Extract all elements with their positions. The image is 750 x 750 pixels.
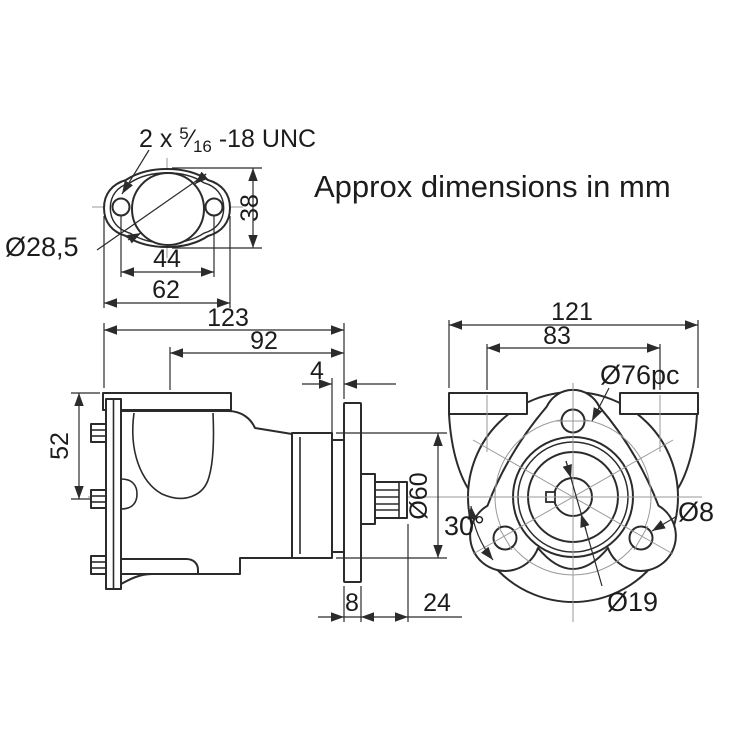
left-hole-crosshair: [497, 525, 513, 551]
thread-note-label: 2 x 5⁄16 -18 UNC: [139, 124, 316, 156]
bore-leader-line: [96, 173, 207, 251]
dim-4-text: 4: [310, 357, 324, 385]
thread-suffix: -18 UNC: [212, 125, 316, 153]
dim-121-text: 121: [551, 298, 593, 326]
dim-flange-width-62: 62: [103, 216, 231, 308]
thread-numerator: 5: [179, 124, 188, 143]
dim-92-text: 92: [250, 327, 278, 355]
spacer-ring: [331, 439, 345, 553]
flange-bolt-hole-right: [204, 197, 224, 217]
dim-o60-text: Ø60: [405, 472, 433, 519]
dim-port-spacing-83: 83: [486, 322, 661, 390]
flange-bolt-middle: [90, 489, 107, 509]
dim-o19-text: Ø19: [607, 587, 658, 617]
bore-arrow-upper: [194, 171, 208, 185]
dim-shaft-19: Ø19: [562, 460, 658, 617]
dim-pilot-diameter-60: Ø60: [336, 432, 447, 559]
dim-bolt-circle-76: Ø76pc: [591, 360, 680, 422]
dim-mount-flange-8-and-shaft-24: 8 24: [318, 524, 462, 622]
flange-bore-circle: [131, 172, 205, 246]
dim-o8-text: Ø8: [678, 497, 714, 527]
top-mounting-plate: [102, 392, 232, 411]
dim-44-text: 44: [153, 245, 181, 273]
body-foot: [120, 558, 199, 575]
dim-o76pc-text: Ø76pc: [600, 360, 680, 390]
dim-hole-spacing-44: 44: [120, 216, 215, 277]
splined-shaft: [374, 481, 408, 519]
flange-boss-bump: [120, 478, 138, 510]
thread-prefix: 2 x: [139, 125, 179, 153]
volute-bowl-curve: [132, 412, 215, 500]
dim-bolt-angle-30: 30°: [444, 505, 494, 561]
dim-123-text: 123: [207, 304, 249, 332]
dim-83-text: 83: [543, 322, 571, 350]
flange-bolt-hole-left: [111, 197, 131, 217]
mounting-flange-plate: [343, 402, 362, 583]
dim-52-text: 52: [46, 432, 74, 460]
thread-leader-line: [121, 149, 150, 195]
right-port-flange: [619, 392, 699, 415]
page-title: Approx dimensions in mm: [314, 169, 671, 204]
thread-denominator: 16: [193, 137, 212, 156]
dim-spacer-4: 4: [302, 357, 396, 436]
bearing-housing: [291, 432, 333, 559]
left-port-flange: [448, 392, 528, 415]
shaft-collar: [360, 473, 376, 525]
flange-bolt-top: [90, 423, 107, 443]
pump-body-outline: [120, 410, 293, 585]
dim-30deg-text: 30°: [444, 511, 485, 541]
bolt-axis-right-down: [472, 439, 674, 555]
dim-bolt-hole-8: Ø8: [651, 497, 714, 532]
dim-flange-height-38: 38: [172, 167, 264, 249]
port-flange-detail-view: Ø28,5 2 x 5⁄16 -18 UNC 38 44 62: [5, 124, 316, 308]
dim-24-text: 24: [423, 589, 451, 617]
dim-38-text: 38: [236, 194, 264, 222]
pump-side-view: 123 92 4 52 Ø60: [46, 304, 462, 622]
bore-diameter-label: Ø28,5: [5, 232, 79, 262]
dim-overall-length-123: 123: [103, 304, 345, 399]
dim-flange-height-52: 52: [46, 392, 100, 500]
dim-body-length-92: 92: [169, 327, 344, 390]
pump-front-view: 121 83 Ø76pc Ø8 Ø19 30°: [444, 298, 714, 622]
dim-62-text: 62: [152, 276, 180, 304]
right-hole-crosshair: [633, 525, 649, 551]
bore-arrow-lower: [127, 232, 142, 244]
dim-8-text: 8: [345, 589, 359, 617]
dim-overall-width-121: 121: [448, 298, 699, 388]
flange-bolt-bottom: [90, 555, 107, 575]
